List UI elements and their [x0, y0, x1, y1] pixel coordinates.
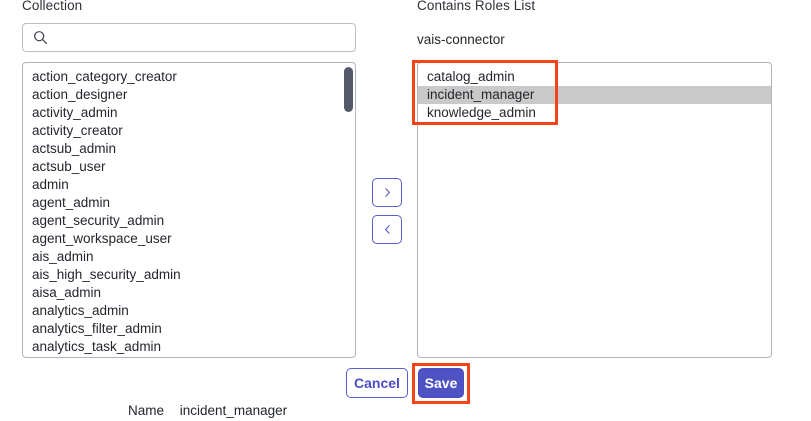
available-roles-scrollbar[interactable] [344, 65, 353, 357]
search-icon [33, 30, 48, 45]
move-left-button[interactable] [372, 215, 402, 244]
save-button[interactable]: Save [418, 368, 464, 398]
search-input[interactable] [55, 24, 347, 51]
list-item[interactable]: action_designer [32, 87, 128, 102]
list-item[interactable]: actsub_user [32, 159, 106, 174]
list-item[interactable]: analytics_viewer [23, 356, 355, 357]
list-item[interactable]: ais_high_security_admin [32, 267, 181, 282]
list-item[interactable]: actsub_admin [32, 141, 117, 156]
list-item[interactable]: agent_security_admin [32, 213, 165, 228]
chevron-left-icon [381, 223, 394, 236]
list-item[interactable]: admin [32, 177, 69, 192]
move-right-button[interactable] [372, 178, 402, 207]
contains-roles-list-label: Contains Roles List [417, 0, 536, 13]
list-item[interactable]: analytics_filter_admin [32, 321, 162, 336]
name-row: Name incident_manager [128, 403, 287, 418]
scrollbar-thumb[interactable] [344, 67, 353, 112]
list-item[interactable]: agent_admin [32, 195, 111, 210]
cancel-button[interactable]: Cancel [346, 368, 408, 398]
entity-name: vais-connector [417, 32, 505, 47]
list-item-selected[interactable]: incident_manager [418, 86, 771, 104]
list-item[interactable]: activity_creator [32, 123, 123, 138]
list-item[interactable]: agent_workspace_user [32, 231, 172, 246]
collection-label: Collection [22, 0, 83, 13]
list-item[interactable]: activity_admin [32, 105, 118, 120]
list-item[interactable]: analytics_task_admin [32, 339, 162, 354]
name-value: incident_manager [179, 403, 288, 418]
search-box[interactable] [22, 23, 356, 52]
list-item[interactable]: catalog_admin [427, 69, 515, 84]
list-item[interactable]: aisa_admin [32, 285, 102, 300]
list-item[interactable]: action_category_creator [32, 69, 177, 84]
chevron-right-icon [381, 186, 394, 199]
list-item[interactable]: knowledge_admin [427, 105, 536, 120]
list-item[interactable]: ais_admin [32, 249, 94, 264]
list-item[interactable]: analytics_admin [32, 303, 129, 318]
name-label: Name [128, 403, 165, 418]
